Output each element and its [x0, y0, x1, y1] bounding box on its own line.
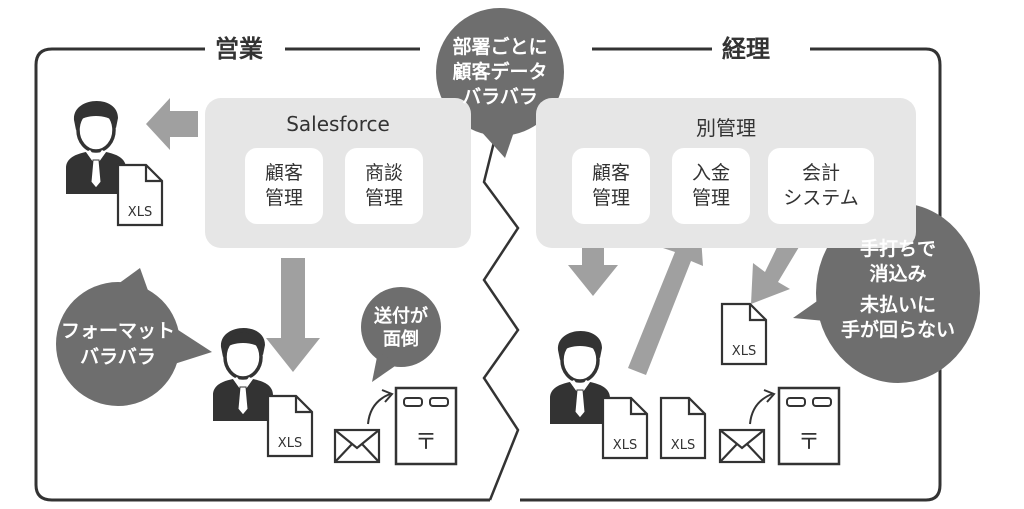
sending-bubble-text: 送付が 面倒: [374, 306, 428, 350]
arrow-icon: [628, 222, 703, 375]
xls-label: XLS: [731, 344, 757, 359]
arrow-icon: [146, 98, 198, 150]
unpaid-bubble-text: 未払いに 手が回らない: [840, 294, 955, 341]
sending-bubble-shape: [361, 287, 441, 367]
envelope-icon: [333, 428, 381, 464]
postal-mark: 〒: [414, 430, 437, 455]
xls-label: XLS: [127, 205, 153, 220]
customer-management-card-right: 顧客 管理: [572, 148, 650, 224]
manual-bubble-text: 手打ちで 消込み: [859, 238, 936, 285]
arrow-icon: [568, 236, 618, 296]
envelope-icon: [718, 428, 766, 464]
postal-mark: 〒: [797, 430, 820, 455]
center-bubble-text: 部署ごとに 顧客データ バラバラ: [452, 35, 548, 108]
arrow-icon: [751, 237, 799, 304]
sales-section-title: 営業: [205, 34, 273, 64]
left-frame: [34, 47, 490, 502]
deal-management-card: 商談 管理: [345, 148, 423, 224]
accounting-system-card: 会計 システム: [768, 148, 874, 224]
salesforce-panel: Salesforce 顧客 管理 商談 管理: [205, 98, 471, 248]
businessman-icon: [548, 329, 612, 426]
right-bubble-shape: [816, 203, 980, 383]
arrow-icon: [266, 258, 320, 372]
format-bubble-shape: [56, 282, 180, 406]
customer-management-card: 顧客 管理: [245, 148, 323, 224]
payment-management-card: 入金 管理: [672, 148, 750, 224]
businessman-icon: [211, 326, 275, 423]
format-bubble-text: フォーマット バラバラ: [60, 320, 175, 368]
xls-label: XLS: [612, 438, 638, 453]
xls-label: XLS: [670, 438, 696, 453]
xls-label: XLS: [277, 436, 303, 451]
separate-management-panel-title: 別管理: [696, 116, 756, 140]
salesforce-panel-title: Salesforce: [286, 112, 390, 136]
accounting-section-title: 経理: [712, 34, 780, 64]
zigzag-divider: [482, 117, 520, 501]
separate-management-panel: 別管理 顧客 管理 入金 管理 会計 システム: [536, 98, 916, 248]
